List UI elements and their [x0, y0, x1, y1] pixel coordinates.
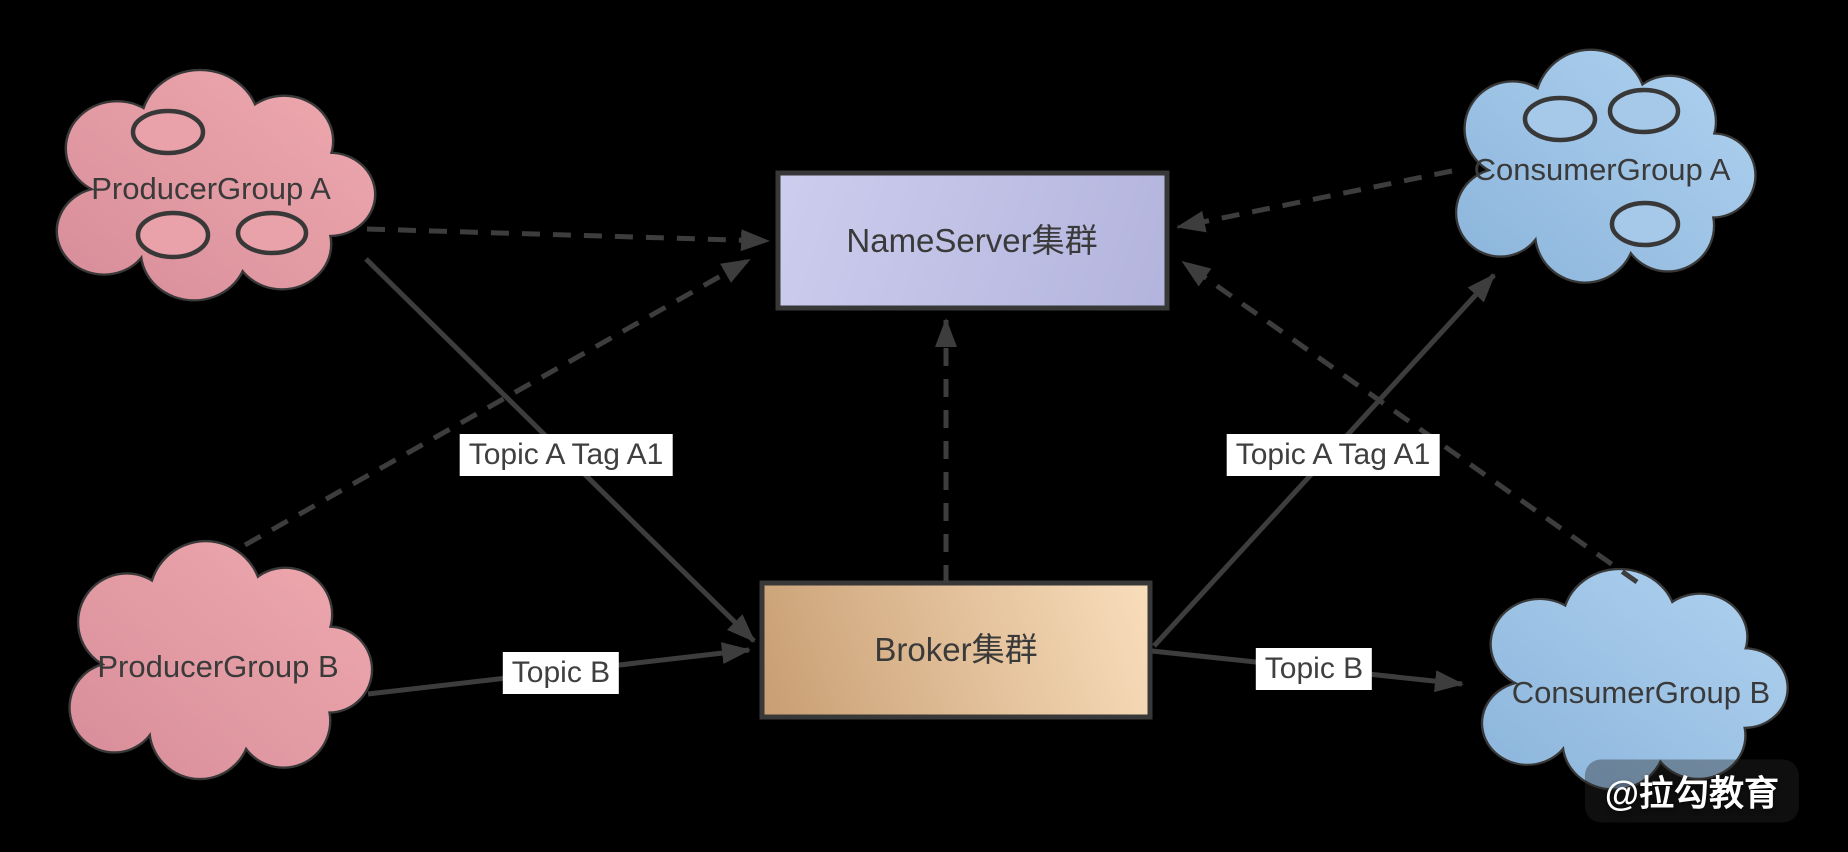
broker-label: Broker集群: [874, 630, 1038, 668]
consumer-a-instance-ellipse: [1609, 200, 1681, 248]
edge-consumer-b-to-nameserver: [1181, 259, 1639, 585]
consumer-group-b-label: ConsumerGroup B: [1511, 674, 1771, 710]
edges: [243, 168, 1639, 697]
producer-group-b-label: ProducerGroup B: [97, 648, 339, 684]
edge-label-topic-b-right: Topic B: [1255, 648, 1373, 690]
producer-a-instance-ellipse: [235, 210, 309, 256]
edge-consumer-a-to-nameserver: [1176, 168, 1453, 233]
producer-a-instances: [130, 108, 309, 260]
edge-producer-a-to-nameserver: [366, 226, 770, 252]
consumer-a-instances: [1522, 87, 1681, 248]
consumer-group-a-label: ConsumerGroup A: [1473, 151, 1731, 187]
edge-producer-b-to-nameserver: [243, 257, 751, 548]
producer-group-a-label: ProducerGroup A: [91, 170, 331, 206]
edge-label-topic-b-left: Topic B: [502, 652, 620, 694]
broker-box: [759, 580, 1153, 720]
edge-label-topic-a-tag-a1-left: Topic A Tag A1: [459, 434, 673, 476]
consumer-a-instance-ellipse: [1607, 87, 1681, 135]
producer-a-instance-ellipse: [135, 210, 211, 260]
consumer-a-instance-ellipse: [1522, 95, 1598, 143]
watermark: @拉勾教育: [1584, 759, 1800, 823]
nameserver-box: [775, 170, 1170, 311]
dashed-edges: [243, 168, 1639, 585]
producer-a-instance-ellipse: [130, 108, 206, 156]
nameserver-label: NameServer集群: [846, 221, 1098, 259]
edge-label-topic-a-tag-a1-right: Topic A Tag A1: [1226, 434, 1440, 476]
